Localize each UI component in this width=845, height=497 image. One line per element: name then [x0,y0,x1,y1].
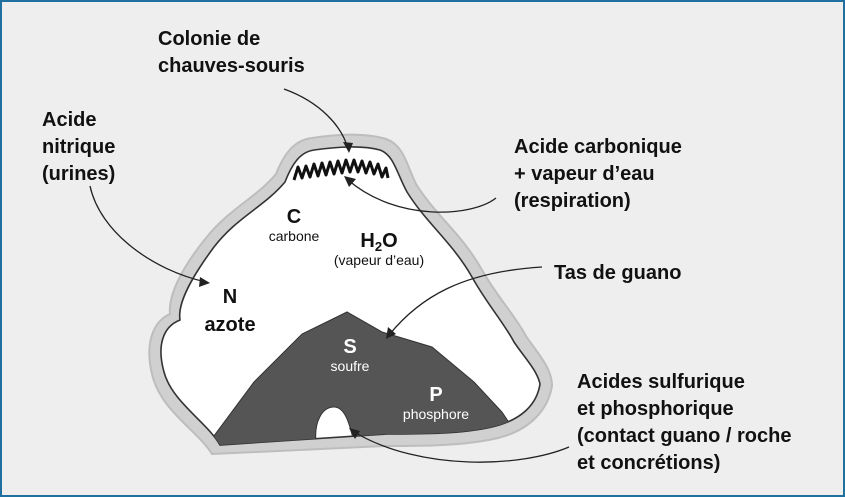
element-water-name: (vapeur d’eau) [333,252,425,268]
element-phosphorus-name: phosphore [402,406,470,422]
element-sulfur-symbol: S [343,336,357,358]
label-bat-colony-line: chauves-souris [158,55,305,77]
guano-pile [201,311,523,445]
water-symbol-sub: 2 [374,239,383,254]
element-nitrogen-symbol: N [222,286,238,308]
arrow-nitric [89,185,207,283]
element-water: H2O (vapeur d’eau) [304,230,454,269]
bat-colony [292,158,390,181]
water-symbol-o: O [382,230,398,252]
label-acids-line: et concrétions) [577,452,721,474]
element-nitrogen-name: azote [204,314,256,336]
arrow-carbonic [347,179,497,213]
arrow-acids [353,431,570,463]
water-symbol-h: H [360,230,375,252]
element-carbon-symbol: C [286,206,302,228]
arrow-guano [388,266,543,336]
label-bat-colony-line: Colonie de [158,28,261,50]
label-acids: Acides sulfurique et phosphorique (conta… [577,369,791,477]
element-nitrogen: N azote [200,286,260,336]
element-sulfur-name: soufre [330,358,370,374]
label-acids-line: (contact guano / roche [577,425,792,447]
element-phosphorus: P phosphore [386,384,486,423]
element-carbon: C carbone [254,206,334,245]
label-nitric-acid-line: (urines) [42,163,116,185]
label-nitric-acid: Acide nitrique (urines) [42,107,115,188]
element-carbon-name: carbone [268,228,320,244]
element-water-formula: H2O [304,230,454,254]
arrowhead-acids [349,428,360,439]
label-acids-line: et phosphorique [577,398,734,420]
label-nitric-acid-line: nitrique [42,136,116,158]
arrowhead-nitric [199,277,210,287]
arrowhead-bats [343,142,353,153]
arrow-bats [283,88,349,150]
element-phosphorus-symbol: P [429,384,443,406]
label-bat-colony: Colonie de chauves-souris [158,26,305,80]
label-carbonic-acid-line: (respiration) [514,190,631,212]
label-acids-line: Acides sulfurique [577,371,745,393]
label-carbonic-acid-line: Acide carbonique [514,136,682,158]
label-guano-pile-text: Tas de guano [554,262,682,284]
arrowhead-carbonic [344,176,356,187]
element-sulfur: S soufre [320,336,380,375]
label-nitric-acid-line: Acide [42,109,97,131]
label-carbonic-acid-line: + vapeur d’eau [514,163,655,185]
label-carbonic-acid: Acide carbonique + vapeur d’eau (respira… [514,134,682,215]
label-guano-pile: Tas de guano [554,260,681,287]
arrowhead-guano [386,327,396,339]
